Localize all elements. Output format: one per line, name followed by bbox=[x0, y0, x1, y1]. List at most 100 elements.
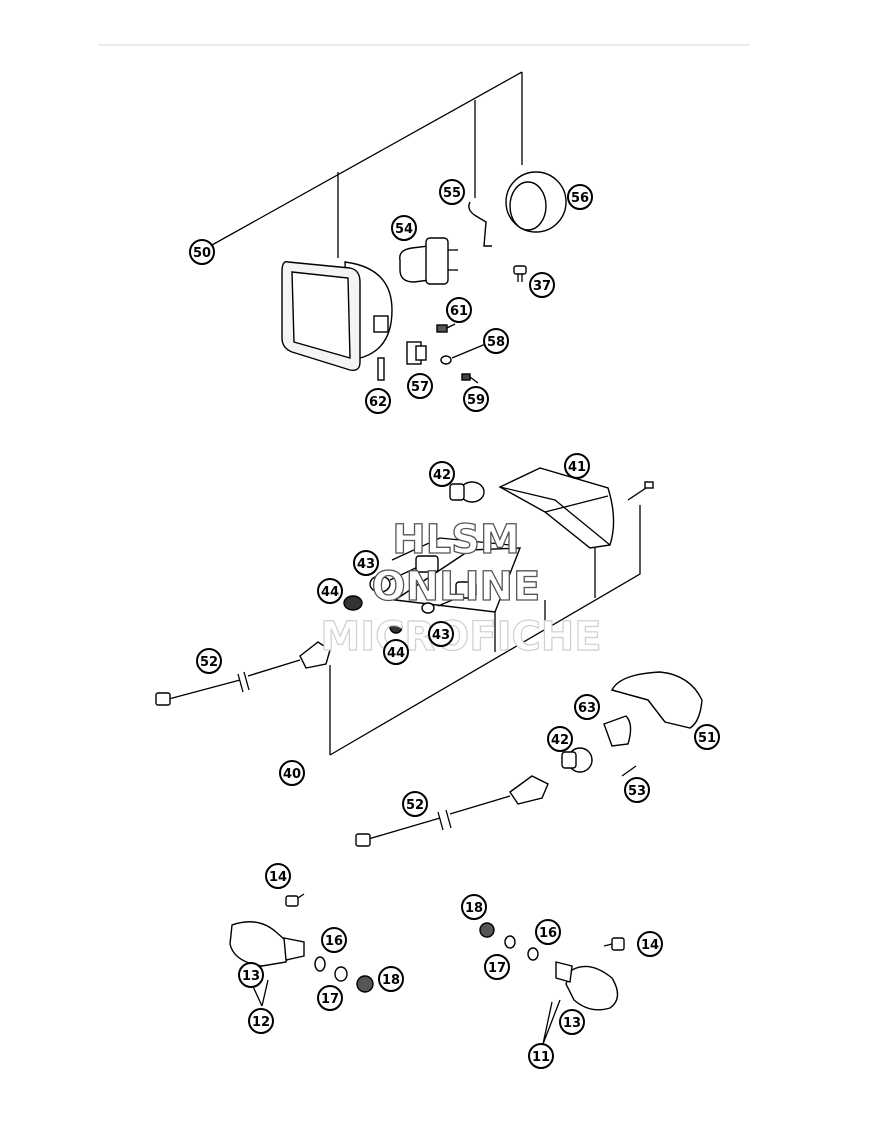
left-turn-signal-group bbox=[229, 893, 374, 1007]
callout-41[interactable]: 41 bbox=[564, 453, 590, 479]
callout-55[interactable]: 55 bbox=[439, 179, 465, 205]
callout-43-upper-label: 43 bbox=[357, 557, 375, 572]
socket-43b bbox=[421, 581, 477, 614]
callout-13-right[interactable]: 13 bbox=[559, 1009, 585, 1035]
parking-bulb bbox=[513, 265, 527, 282]
wire-harness-52a bbox=[155, 641, 331, 706]
socket-43a bbox=[389, 555, 439, 581]
headlamp-ring bbox=[505, 171, 567, 233]
callout-11[interactable]: 11 bbox=[528, 1043, 554, 1069]
callout-52-upper-label: 52 bbox=[200, 655, 218, 670]
screw-14b bbox=[603, 937, 625, 951]
rearlight-group bbox=[355, 671, 703, 847]
socket-63 bbox=[603, 715, 632, 747]
callout-59-label: 59 bbox=[467, 393, 485, 408]
watermark-line3: MICROFICHE bbox=[320, 614, 601, 660]
nut-44a bbox=[343, 595, 363, 611]
washer-17a bbox=[334, 966, 348, 982]
callout-14-right[interactable]: 14 bbox=[637, 931, 663, 957]
headlamp-housing bbox=[281, 261, 393, 372]
callout-44-lower[interactable]: 44 bbox=[383, 639, 409, 665]
washer-43 bbox=[369, 575, 391, 593]
callout-42-lower[interactable]: 42 bbox=[547, 726, 573, 752]
callout-57[interactable]: 57 bbox=[407, 373, 433, 399]
callout-40-label: 40 bbox=[283, 767, 301, 782]
callout-56[interactable]: 56 bbox=[567, 184, 593, 210]
taillight-group bbox=[155, 467, 654, 756]
callout-43-lower-label: 43 bbox=[432, 628, 450, 643]
callout-42-upper-label: 42 bbox=[433, 468, 451, 483]
callout-14-left-label: 14 bbox=[269, 870, 287, 885]
callout-17-right[interactable]: 17 bbox=[484, 954, 510, 980]
callout-63-label: 63 bbox=[578, 701, 596, 716]
callout-62-label: 62 bbox=[369, 395, 387, 410]
callout-12-label: 12 bbox=[252, 1015, 270, 1030]
callout-14-left[interactable]: 14 bbox=[265, 863, 291, 889]
callout-58[interactable]: 58 bbox=[483, 328, 509, 354]
callout-11-label: 11 bbox=[532, 1050, 550, 1065]
screw-14a bbox=[285, 893, 305, 907]
callout-57-label: 57 bbox=[411, 380, 429, 395]
callout-42-upper[interactable]: 42 bbox=[429, 461, 455, 487]
callout-43-upper[interactable]: 43 bbox=[353, 550, 379, 576]
callout-50-label: 50 bbox=[193, 246, 211, 261]
washer-16a bbox=[314, 956, 326, 972]
callout-18-right-label: 18 bbox=[465, 901, 483, 916]
callout-61-label: 61 bbox=[450, 304, 468, 319]
pin-62 bbox=[377, 357, 385, 381]
callout-16-left[interactable]: 16 bbox=[321, 927, 347, 953]
nut-18b bbox=[479, 922, 495, 938]
callout-52-upper[interactable]: 52 bbox=[196, 648, 222, 674]
screw-59 bbox=[461, 373, 479, 384]
watermark-line2: ONLINE bbox=[372, 564, 541, 610]
right-turn-signal-group bbox=[479, 922, 625, 1045]
callout-51[interactable]: 51 bbox=[694, 724, 720, 750]
wire-harness-52b bbox=[355, 775, 549, 847]
callout-14-right-label: 14 bbox=[641, 938, 659, 953]
callout-52-lower[interactable]: 52 bbox=[402, 791, 428, 817]
headlamp-leader-lines bbox=[211, 71, 523, 258]
callout-12[interactable]: 12 bbox=[248, 1008, 274, 1034]
callout-50[interactable]: 50 bbox=[189, 239, 215, 265]
callout-16-right-label: 16 bbox=[539, 926, 557, 941]
callout-17-right-label: 17 bbox=[488, 961, 506, 976]
screw-61 bbox=[436, 323, 456, 333]
callout-53[interactable]: 53 bbox=[624, 777, 650, 803]
callout-52-lower-label: 52 bbox=[406, 798, 424, 813]
callout-18-left[interactable]: 18 bbox=[378, 966, 404, 992]
callout-44-upper-label: 44 bbox=[321, 585, 339, 600]
callout-54[interactable]: 54 bbox=[391, 215, 417, 241]
callout-40[interactable]: 40 bbox=[279, 760, 305, 786]
callout-13-left[interactable]: 13 bbox=[238, 962, 264, 988]
washer-58 bbox=[440, 355, 452, 365]
callout-59[interactable]: 59 bbox=[463, 386, 489, 412]
bulb-42b bbox=[561, 747, 593, 773]
callout-53-label: 53 bbox=[628, 784, 646, 799]
callout-16-right[interactable]: 16 bbox=[535, 919, 561, 945]
screw-53 bbox=[621, 765, 637, 777]
callout-56-label: 56 bbox=[571, 191, 589, 206]
callout-42-lower-label: 42 bbox=[551, 733, 569, 748]
callout-13-right-label: 13 bbox=[563, 1016, 581, 1031]
callout-51-label: 51 bbox=[698, 731, 716, 746]
callout-63[interactable]: 63 bbox=[574, 694, 600, 720]
watermark-line1: HLSM bbox=[392, 517, 520, 563]
callout-17-left[interactable]: 17 bbox=[317, 985, 343, 1011]
callout-18-right[interactable]: 18 bbox=[461, 894, 487, 920]
tail-lens bbox=[498, 467, 615, 549]
callout-44-upper[interactable]: 44 bbox=[317, 578, 343, 604]
callout-43-lower[interactable]: 43 bbox=[428, 621, 454, 647]
callout-37[interactable]: 37 bbox=[529, 272, 555, 298]
rear-lens bbox=[610, 671, 703, 729]
nut-18a bbox=[356, 975, 374, 993]
callout-18-left-label: 18 bbox=[382, 973, 400, 988]
tail-bulb-42a bbox=[449, 481, 485, 503]
watermark: HLSM ONLINE MICROFICHE bbox=[320, 516, 602, 660]
callout-61[interactable]: 61 bbox=[446, 297, 472, 323]
callout-44-lower-label: 44 bbox=[387, 646, 405, 661]
callout-17-left-label: 17 bbox=[321, 992, 339, 1007]
bulb-clip bbox=[468, 201, 492, 247]
callout-62[interactable]: 62 bbox=[365, 388, 391, 414]
callout-58-label: 58 bbox=[487, 335, 505, 350]
callout-13-left-label: 13 bbox=[242, 969, 260, 984]
